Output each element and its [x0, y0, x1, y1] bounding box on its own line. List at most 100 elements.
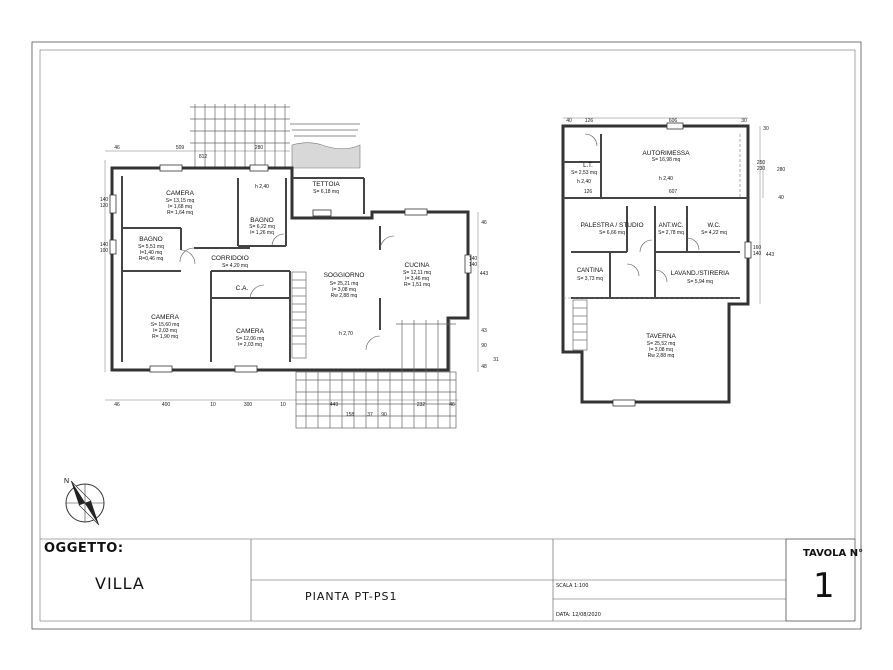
basement-plan [561, 117, 764, 407]
dim-label: 46 [114, 145, 120, 151]
dim-label: 280 [255, 145, 264, 151]
dim-label: 10 [280, 402, 286, 408]
room-light: I= 2,03 mq [238, 342, 262, 348]
room-name: ANT.WC. [659, 223, 684, 229]
dim-label: 140 [753, 251, 762, 257]
outer-border [31, 41, 862, 630]
dim-label: 37 [367, 412, 373, 418]
dim-label: 40 [778, 195, 784, 201]
room-air: R= 1,51 mq [404, 282, 430, 288]
drawing-title: PIANTA PT-PS1 [305, 590, 398, 603]
room-area: S= 12,11 mq [403, 270, 431, 276]
oggetto-label: OGGETTO: [44, 541, 124, 556]
room-name: CANTINA [577, 268, 603, 274]
room-area: S= 4,20 mq [222, 263, 248, 269]
room-light: I=1,40 mq [140, 250, 163, 256]
dim-label: 126 [584, 189, 593, 195]
room-name: CAMERA [151, 314, 179, 321]
dim-label: 30 [763, 126, 769, 132]
dim-label: 606 [669, 118, 678, 124]
room-name: CAMERA [236, 328, 264, 335]
dim-label: 158 [346, 412, 355, 418]
dim-label: 250 [757, 160, 766, 166]
room-air: Rw 2,88 mq [331, 293, 358, 299]
sheet-number-label: TAVOLA N° [803, 548, 864, 559]
room-area: S= 4,22 mq [701, 230, 727, 236]
room-name: PALESTRA / STUDIO [580, 222, 643, 229]
dim-label: 10 [210, 402, 216, 408]
dim-label: 160 [753, 245, 762, 251]
room-height: h 2,70 [339, 331, 353, 337]
dim-label: 400 [162, 402, 171, 408]
room-height: h 2,40 [255, 184, 269, 190]
oggetto-value: VILLA [95, 574, 145, 593]
title-block [40, 538, 856, 622]
dim-label: 46 [114, 402, 120, 408]
room-area: S= 3,73 mq [577, 276, 603, 282]
room-area: S= 6,66 mq [599, 230, 625, 236]
room-area: S= 5,51 mq [138, 244, 164, 250]
room-name: SOGGIORNO [324, 272, 365, 279]
dim-label: 449 [330, 402, 339, 408]
room-area: S= 25,21 mq [330, 281, 359, 287]
room-area: S= 2,53 mq [571, 170, 597, 176]
room-height: h 2,40 [659, 176, 673, 182]
north-label: N [64, 478, 69, 485]
dim-label: 30 [741, 118, 747, 124]
pergola-bottom [295, 320, 457, 429]
room-area: S= 6,22 mq [249, 224, 275, 230]
room-area: S= 16,98 mq [652, 157, 681, 163]
room-area: S= 25,52 mq [647, 341, 676, 347]
room-name: L.T. [583, 163, 593, 169]
room-light: I= 3,08 mq [332, 287, 356, 293]
room-light: I= 1,26 mq [250, 230, 274, 236]
room-light: I= 3,46 mq [405, 276, 429, 282]
dim-label: 43 [481, 328, 487, 334]
dim-label: 140 [469, 256, 478, 262]
room-name: BAGNO [139, 236, 162, 243]
room-name: CUCINA [405, 262, 431, 269]
dim-label: 140 [100, 197, 109, 203]
north-arrow [65, 480, 105, 526]
dim-label: 46 [481, 220, 487, 226]
room-name: C.A. [236, 285, 249, 292]
dim-label: 300 [244, 402, 253, 408]
room-area: S= 2,78 mq [658, 230, 684, 236]
room-name: CAMERA [166, 190, 194, 197]
pergola-top [190, 104, 360, 167]
inner-border [39, 49, 856, 622]
room-light: I= 3,08 mq [649, 347, 673, 353]
room-name: AUTORIMESSA [642, 150, 690, 157]
room-name: BAGNO [250, 217, 273, 224]
sheet-number: 1 [813, 566, 835, 606]
room-air: R= 1,90 mq [152, 334, 178, 340]
dim-label: 46 [449, 402, 455, 408]
dim-label: 509 [176, 145, 185, 151]
room-area: S= 12,06 mq [236, 336, 265, 342]
dim-label: 443 [766, 252, 775, 258]
room-area: S= 6,18 mq [313, 189, 339, 195]
room-name: LAVAND./STIRERIA [671, 270, 730, 277]
room-area: S= 5,94 mq [687, 279, 713, 285]
scale-value: SCALA 1:100 [556, 583, 589, 589]
room-air: R=0,46 mq [139, 256, 164, 262]
dim-label: 230 [757, 166, 766, 172]
room-light: I= 1,68 mq [168, 204, 192, 210]
dim-label: 40 [566, 118, 572, 124]
ground-floor-plan [104, 104, 479, 429]
room-area: S= 15,60 mq [151, 322, 180, 328]
stairs-basement [572, 299, 588, 351]
dim-label: 280 [777, 167, 786, 173]
dim-label: 140 [469, 262, 478, 268]
dim-label: 90 [481, 343, 487, 349]
dim-label: 232 [417, 402, 426, 408]
dim-label: 100 [100, 248, 109, 254]
dim-label: 443 [480, 271, 489, 277]
room-area: S= 13,15 mq [166, 198, 195, 204]
room-name: CORRIDOIO [211, 255, 249, 262]
stairs-ground [291, 271, 307, 359]
dim-label: 48 [481, 364, 487, 370]
room-air: Rw 2,88 mq [648, 353, 675, 359]
dim-label: 120 [100, 203, 109, 209]
